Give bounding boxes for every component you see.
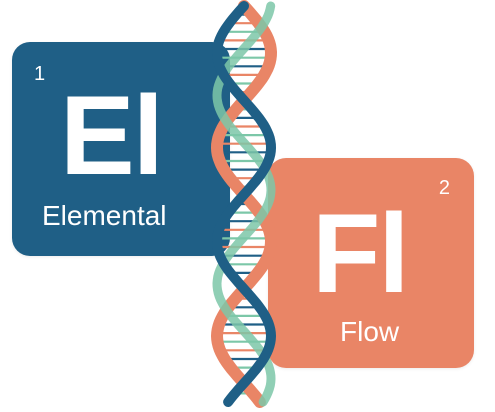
element-name: Elemental	[42, 200, 167, 231]
element-symbol: El	[60, 73, 164, 198]
element-tile-flow: 2 Fl Flow	[268, 158, 474, 368]
atomic-number: 1	[34, 63, 46, 85]
element-symbol: Fl	[312, 191, 410, 316]
element-name: Flow	[340, 316, 400, 347]
atomic-number: 2	[438, 177, 450, 199]
element-tile-elemental: 1 El Elemental	[12, 42, 230, 256]
